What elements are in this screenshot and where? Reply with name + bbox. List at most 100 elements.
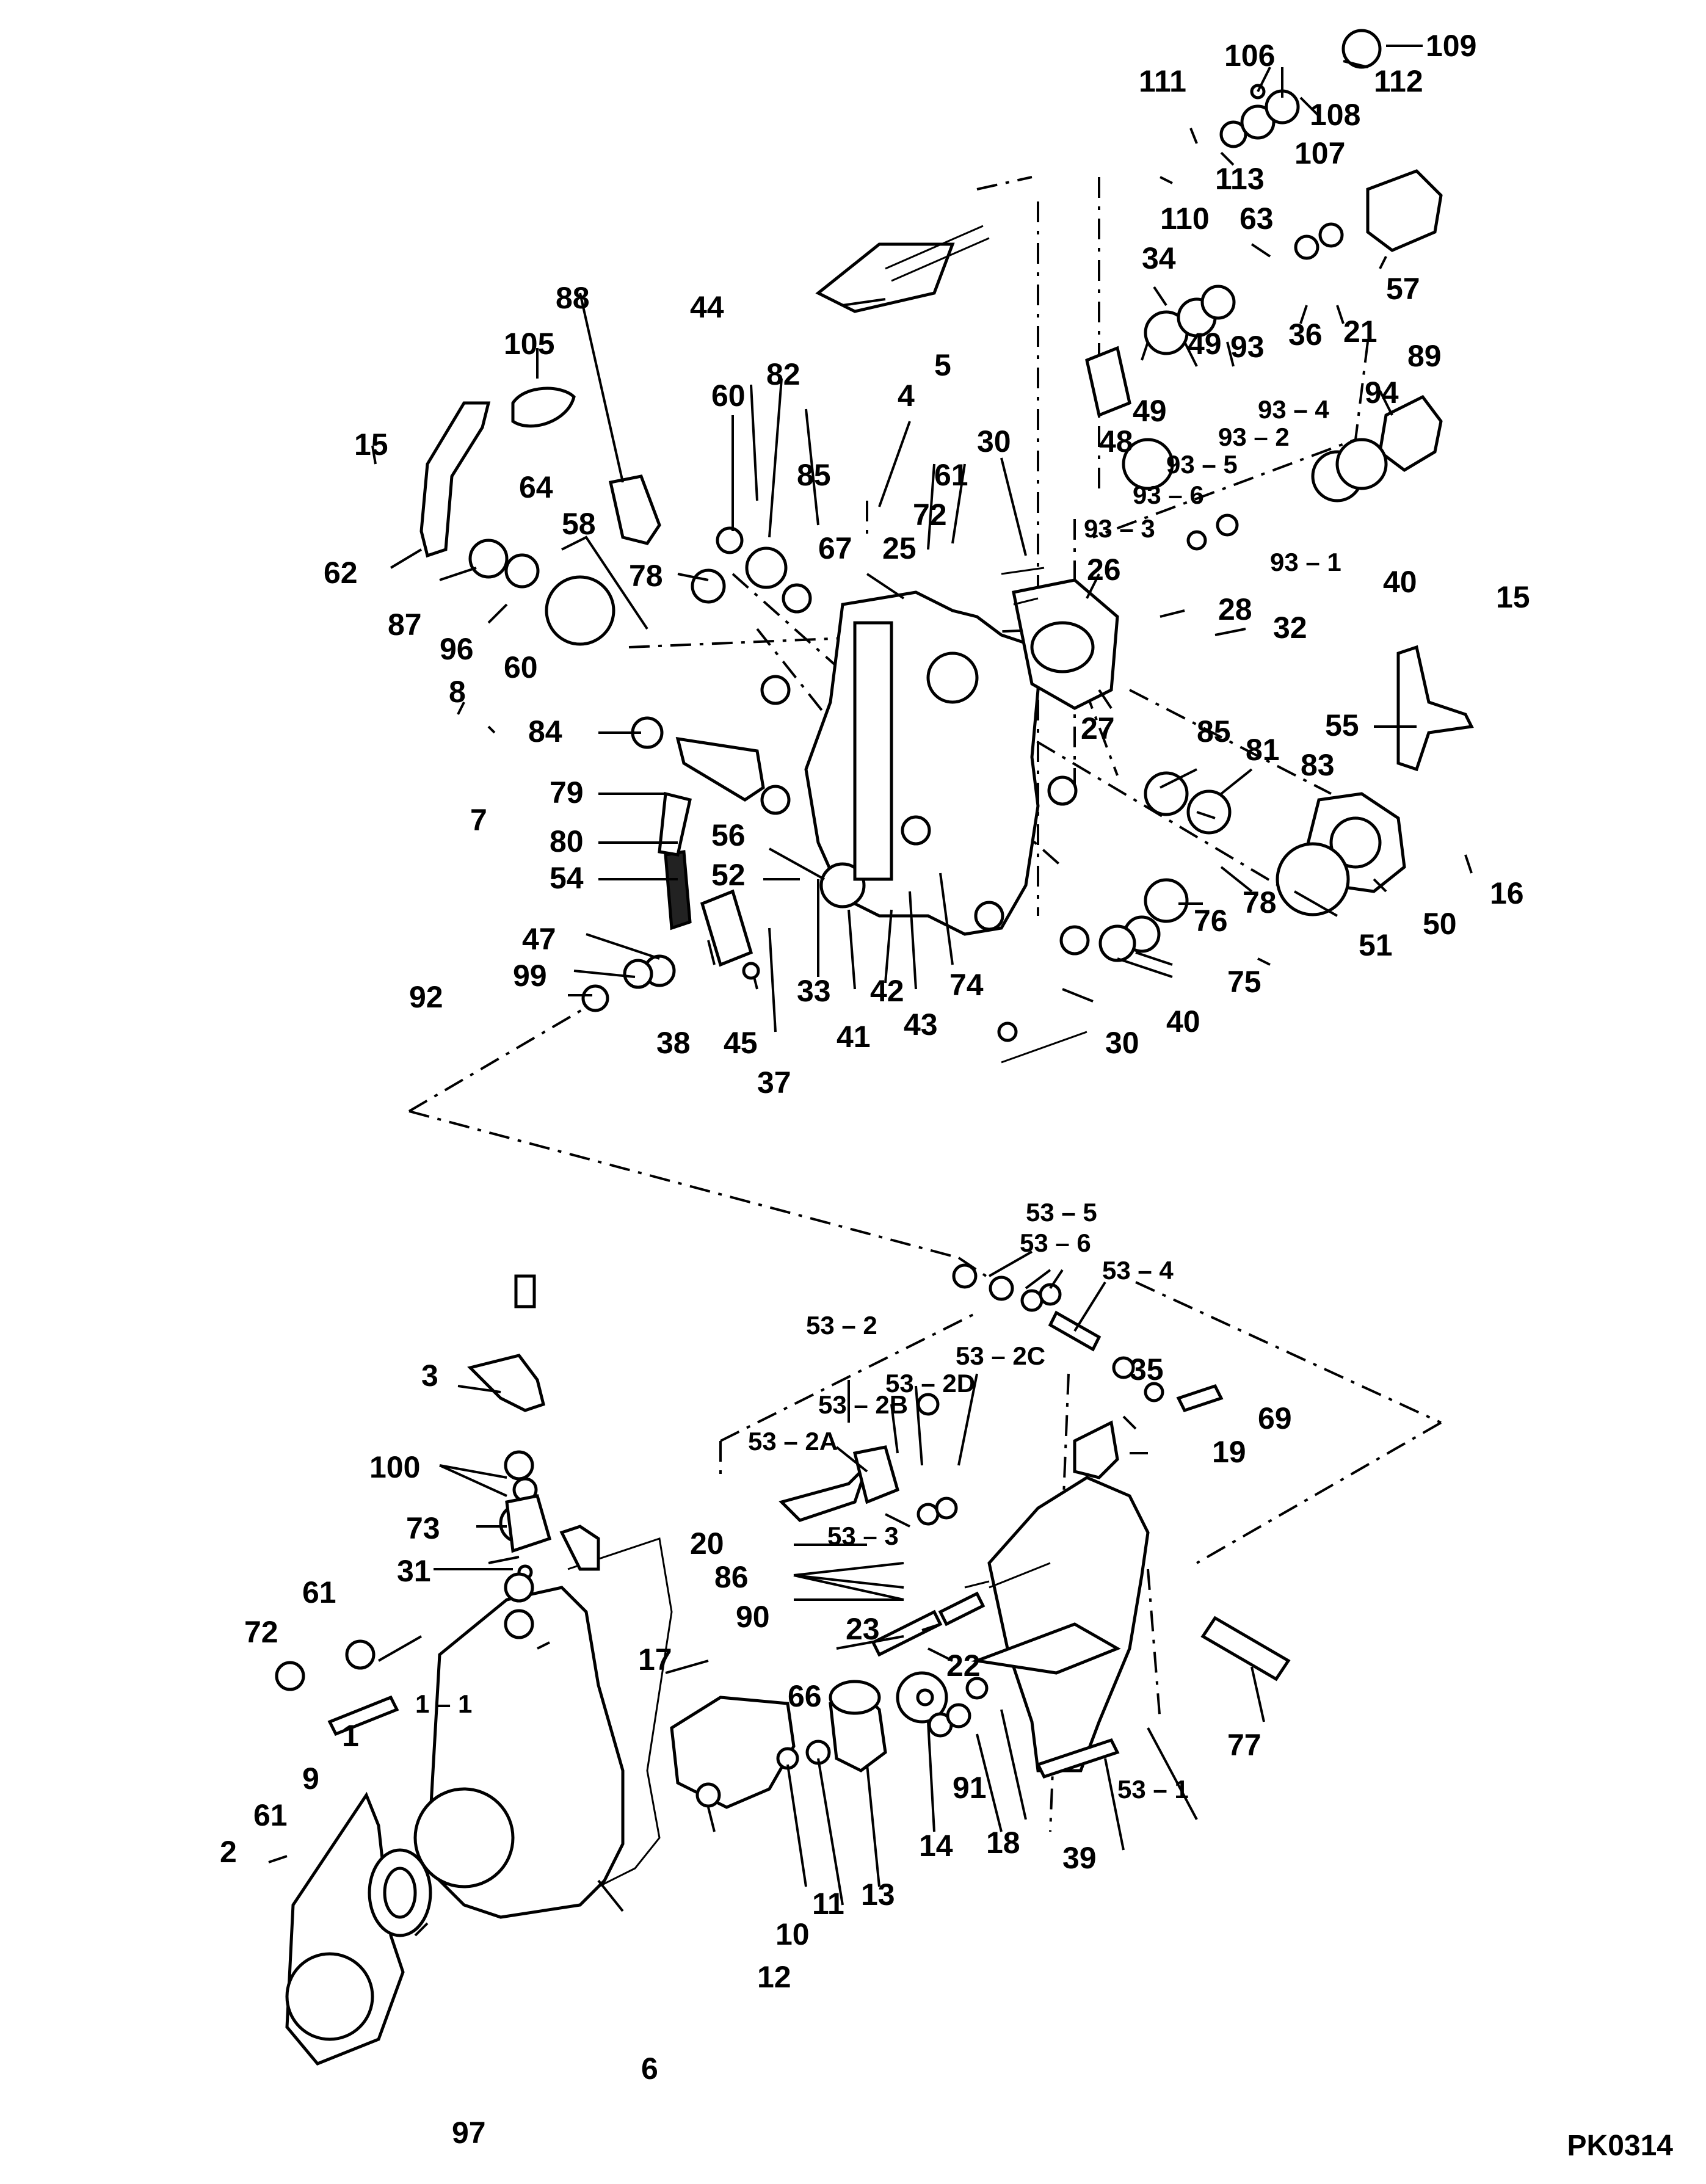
callout-42: 42 [870, 974, 904, 1008]
callout-109: 109 [1426, 29, 1476, 63]
callout-80: 80 [550, 824, 584, 858]
callout-26: 26 [1087, 553, 1121, 587]
callout-3: 3 [421, 1359, 438, 1393]
callout-1-1: 1 – 1 [415, 1689, 472, 1718]
callout-87: 87 [388, 608, 422, 642]
callout-81: 81 [1246, 733, 1280, 767]
figure-code: PK0314 [1567, 2130, 1674, 2162]
callout-58: 58 [562, 507, 596, 541]
callout-108: 108 [1310, 98, 1360, 132]
callout-92: 92 [409, 980, 443, 1014]
callout-8: 8 [449, 675, 466, 709]
callout-9: 9 [302, 1761, 319, 1796]
callout-54: 54 [550, 861, 584, 895]
callout-53-1: 53 – 1 [1117, 1775, 1189, 1804]
callout-53-2A: 53 – 2A [748, 1427, 838, 1456]
upper-assembly [419, 29, 1474, 1064]
callout-17: 17 [638, 1642, 672, 1677]
callout-53-2D: 53 – 2D [885, 1369, 975, 1398]
callout-37: 37 [757, 1065, 791, 1100]
callout-34: 34 [1142, 241, 1176, 275]
callout-30-top: 30 [977, 424, 1011, 459]
callout-94: 94 [1365, 375, 1399, 410]
callout-78-top: 78 [629, 559, 663, 593]
callout-93-5: 93 – 5 [1166, 450, 1238, 479]
callout-100: 100 [369, 1450, 420, 1484]
callout-67: 67 [818, 531, 852, 565]
callout-43: 43 [904, 1007, 938, 1042]
callout-75: 75 [1227, 965, 1261, 999]
callout-62: 62 [324, 556, 358, 590]
callout-107: 107 [1294, 136, 1345, 170]
callout-22: 22 [946, 1649, 981, 1683]
callout-18: 18 [986, 1826, 1020, 1860]
callout-53-2: 53 – 2 [806, 1311, 877, 1340]
callout-7: 7 [470, 803, 487, 837]
callout-86: 86 [714, 1560, 749, 1594]
callout-52: 52 [711, 858, 746, 892]
callout-5: 5 [934, 348, 951, 382]
callout-79: 79 [550, 775, 584, 810]
callout-31: 31 [397, 1554, 431, 1588]
callout-20: 20 [690, 1526, 724, 1561]
callout-33: 33 [797, 974, 831, 1008]
callout-12: 12 [757, 1960, 791, 1994]
callout-14: 14 [919, 1829, 953, 1863]
callout-57: 57 [1386, 272, 1420, 306]
callout-85-top: 85 [797, 458, 831, 492]
callout-38: 38 [656, 1026, 691, 1060]
callout-53-2C: 53 – 2C [956, 1341, 1045, 1370]
callout-16: 16 [1490, 876, 1524, 910]
callout-53-5: 53 – 5 [1026, 1198, 1097, 1227]
control-lever-assembly [987, 1476, 1150, 1772]
callout-74: 74 [949, 968, 984, 1002]
callout-49-mid: 49 [1133, 394, 1167, 428]
callout-106: 106 [1224, 38, 1275, 73]
callout-21: 21 [1343, 314, 1378, 349]
callout-53-4: 53 – 4 [1102, 1256, 1174, 1285]
callout-73: 73 [406, 1511, 440, 1545]
callout-93: 93 [1230, 330, 1265, 364]
callout-76: 76 [1194, 904, 1228, 938]
callout-53-6: 53 – 6 [1020, 1228, 1091, 1257]
callout-64: 64 [519, 470, 553, 504]
callout-55: 55 [1325, 708, 1359, 742]
callout-19: 19 [1212, 1435, 1246, 1469]
callout-32: 32 [1273, 611, 1307, 645]
callout-1: 1 [342, 1719, 359, 1753]
callout-13: 13 [861, 1877, 895, 1912]
callout-90: 90 [736, 1600, 770, 1634]
callout-110: 110 [1160, 201, 1210, 236]
callout-97: 97 [452, 2116, 486, 2150]
callout-99: 99 [513, 959, 547, 993]
callout-113: 113 [1215, 162, 1265, 196]
callout-labels: 109 112 106 108 107 111 113 110 63 57 34… [220, 29, 1530, 2150]
callout-83: 83 [1301, 748, 1335, 782]
callout-40-mid: 40 [1166, 1004, 1200, 1039]
lower-assembly [275, 1263, 1291, 2066]
callout-10: 10 [775, 1917, 810, 1951]
callout-61-lower: 61 [302, 1575, 336, 1609]
callout-30-mid: 30 [1105, 1026, 1139, 1060]
callout-111: 111 [1139, 64, 1186, 98]
callout-61-top: 61 [934, 458, 968, 492]
callout-96: 96 [440, 632, 474, 666]
callout-51: 51 [1359, 928, 1393, 962]
callout-53-3: 53 – 3 [827, 1522, 899, 1550]
callout-45: 45 [724, 1026, 758, 1060]
callout-40-top: 40 [1383, 565, 1417, 599]
callout-2: 2 [220, 1835, 237, 1869]
callout-41: 41 [837, 1020, 871, 1054]
callout-105: 105 [504, 327, 554, 361]
callout-93-6: 93 – 6 [1133, 481, 1204, 509]
callout-27: 27 [1081, 711, 1115, 746]
callout-49-top: 49 [1188, 327, 1222, 361]
callout-82: 82 [766, 357, 800, 391]
callout-47: 47 [522, 922, 556, 956]
callout-112: 112 [1374, 64, 1423, 98]
callout-44: 44 [690, 290, 724, 324]
callout-50: 50 [1423, 907, 1457, 941]
callout-84: 84 [528, 714, 562, 749]
callout-72-lower: 72 [244, 1615, 278, 1649]
